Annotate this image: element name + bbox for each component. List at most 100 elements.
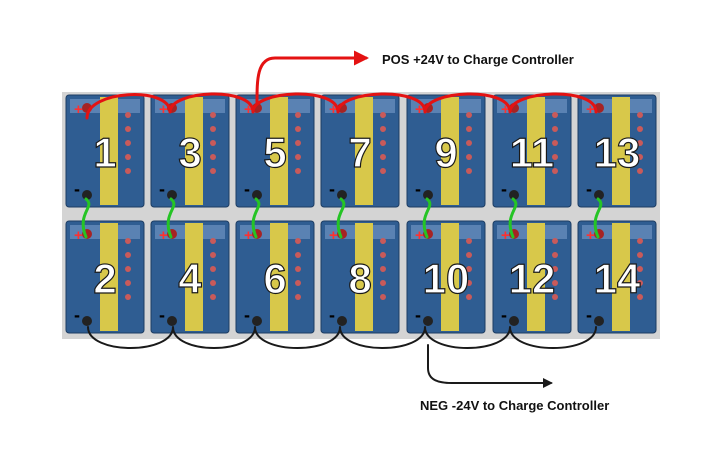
cell-cap [210, 252, 216, 258]
cell-cap [125, 266, 131, 272]
cell-cap [466, 154, 472, 160]
cell-cap [210, 266, 216, 272]
battery-number: 10 [423, 255, 470, 302]
negative-mark: - [159, 179, 165, 199]
negative-mark: - [586, 179, 592, 199]
battery-number: 13 [594, 129, 641, 176]
cell-cap [466, 294, 472, 300]
negative-terminal [167, 190, 177, 200]
positive-mark: + [74, 101, 83, 118]
cell-cap [637, 168, 643, 174]
cell-cap [552, 252, 558, 258]
cell-cap [125, 126, 131, 132]
battery-strap [185, 223, 203, 331]
cell-cap [466, 126, 472, 132]
battery-number: 2 [93, 255, 116, 302]
cell-cap [380, 140, 386, 146]
series-link [81, 197, 91, 239]
cell-cap [125, 294, 131, 300]
cell-cap [552, 112, 558, 118]
battery-number: 3 [178, 129, 201, 176]
battery-number: 9 [434, 129, 457, 176]
negative-series-wire [87, 326, 597, 349]
negative-mark: - [329, 179, 335, 199]
battery: + -13 [577, 94, 657, 208]
cell-cap [295, 154, 301, 160]
cell-cap [552, 126, 558, 132]
negative-terminal [423, 316, 433, 326]
battery: +-11 [492, 94, 572, 208]
positive-output-label: POS +24V to Charge Controller [382, 52, 574, 67]
battery-strap [527, 223, 545, 331]
negative-terminal [337, 316, 347, 326]
cell-cap [210, 154, 216, 160]
battery-number: 1 [93, 129, 116, 176]
cell-cap [125, 252, 131, 258]
positive-mark: + [244, 227, 253, 244]
battery-strap [441, 97, 459, 205]
cell-cap [552, 280, 558, 286]
negative-terminal [509, 316, 519, 326]
cell-cap [210, 140, 216, 146]
negative-mark: - [415, 179, 421, 199]
cell-cap [466, 140, 472, 146]
cell-cap [295, 294, 301, 300]
negative-mark: - [329, 305, 335, 325]
series-link [251, 197, 261, 239]
cell-cap [637, 266, 643, 272]
negative-terminal [252, 190, 262, 200]
battery-strap [270, 97, 288, 205]
cell-cap [637, 294, 643, 300]
negative-terminal [423, 190, 433, 200]
negative-terminal [252, 316, 262, 326]
series-link [422, 197, 432, 239]
cell-cap [552, 266, 558, 272]
positive-mark: + [415, 227, 424, 244]
positive-mark: + [501, 227, 510, 244]
cell-cap [210, 238, 216, 244]
positive-mark: + [586, 101, 595, 118]
cell-cap [125, 154, 131, 160]
cell-cap [637, 126, 643, 132]
battery-strap [100, 223, 118, 331]
negative-terminal [167, 316, 177, 326]
cell-cap [466, 238, 472, 244]
negative-output-label: NEG -24V to Charge Controller [420, 398, 610, 413]
battery-number: 7 [348, 129, 371, 176]
battery-strap [612, 223, 630, 331]
cell-cap [295, 112, 301, 118]
battery-strap [441, 223, 459, 331]
cell-cap [125, 112, 131, 118]
series-link [593, 197, 603, 239]
cell-cap [466, 280, 472, 286]
cell-cap [295, 140, 301, 146]
battery-number: 14 [594, 255, 641, 302]
series-link [508, 197, 518, 239]
series-link [166, 197, 176, 239]
battery: + -8 [320, 220, 400, 334]
cell-cap [637, 140, 643, 146]
battery-strap [612, 97, 630, 205]
battery: + -1 [65, 94, 145, 208]
negative-mark: - [586, 305, 592, 325]
cell-cap [552, 140, 558, 146]
battery: +-4 [150, 220, 230, 334]
cell-cap [295, 168, 301, 174]
cell-cap [466, 266, 472, 272]
cell-cap [552, 238, 558, 244]
cell-cap [466, 168, 472, 174]
series-link [336, 197, 346, 239]
battery-number: 8 [348, 255, 371, 302]
positive-mark: + [415, 101, 424, 118]
battery: + -9 [406, 94, 486, 208]
positive-mark: + [329, 227, 338, 244]
positive-mark: + [159, 101, 168, 118]
negative-mark: - [74, 179, 80, 199]
negative-terminal [594, 190, 604, 200]
cell-cap [125, 140, 131, 146]
cell-cap [125, 168, 131, 174]
positive-series-wire [85, 92, 598, 120]
positive-mark: + [586, 227, 595, 244]
negative-mark: - [74, 305, 80, 325]
battery: + -3 [150, 94, 230, 208]
